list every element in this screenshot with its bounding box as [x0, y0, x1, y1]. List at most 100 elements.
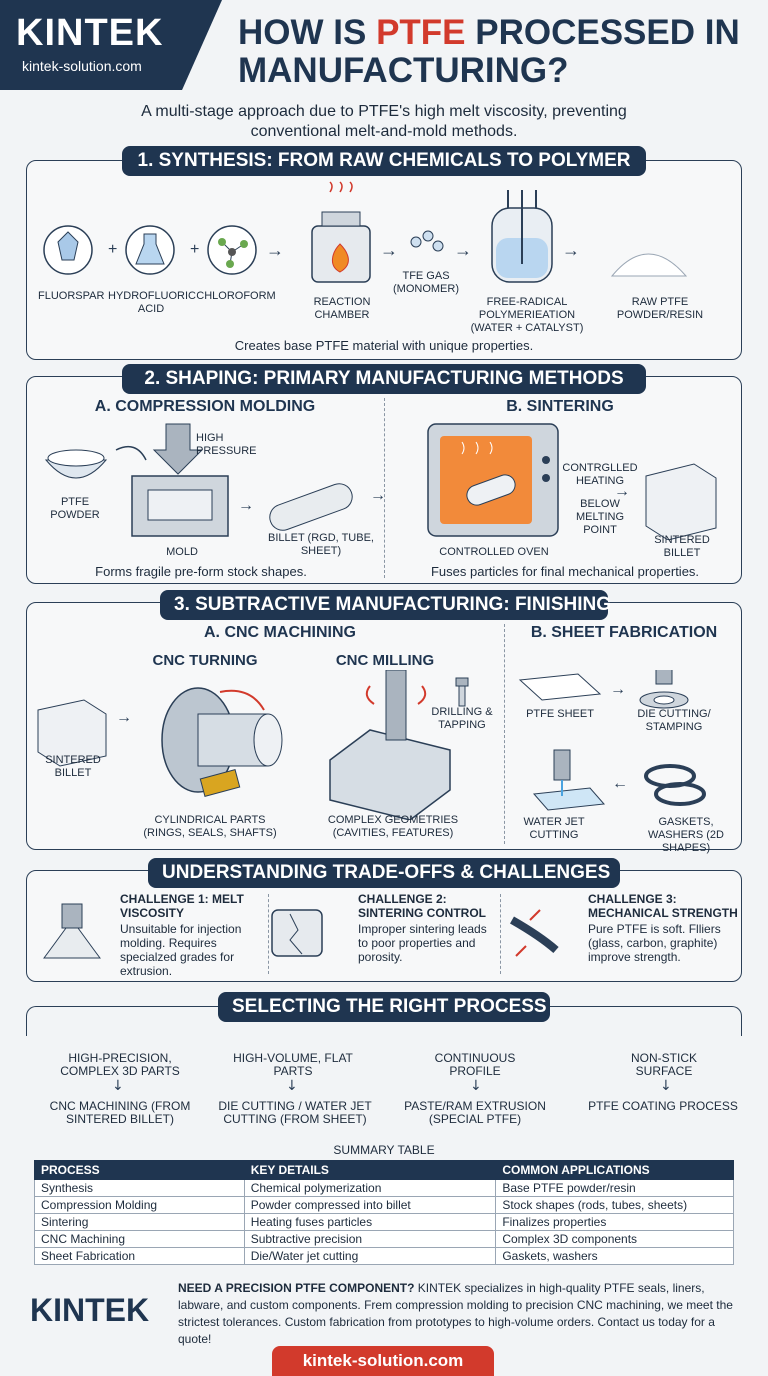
washers-icon	[644, 764, 706, 806]
label-sintered-billet: SINTERED BILLET	[654, 534, 710, 559]
option-2-need: HIGH-VOLUME, FLAT PARTS	[233, 1051, 353, 1078]
svg-text:→: →	[266, 240, 284, 260]
table-cell: Chemical polymerization	[243, 1179, 497, 1197]
table-header-applications: COMMON APPLICATIONS	[495, 1160, 734, 1180]
label-high-pressure: HIGH PRESSURE	[196, 432, 257, 457]
subtractive-divider	[504, 624, 505, 844]
powder-bowl-icon	[44, 449, 108, 479]
table-cell: Sheet Fabrication	[34, 1247, 245, 1265]
table-header-details: KEY DETAILS	[243, 1160, 497, 1180]
challenge-2-title: CHALLENGE 2: SINTERING CONTROL	[358, 892, 486, 920]
svg-text:→: →	[370, 487, 386, 504]
logo: KINTEK	[16, 12, 164, 54]
option-1-need: HIGH-PRECISION, COMPLEX 3D PARTS	[60, 1051, 180, 1078]
label-controlled-oven: CONTROLLED OVEN	[439, 546, 549, 558]
svg-text:→: →	[238, 497, 254, 514]
title-part2: PROCESSED IN MANUFACTURING?	[238, 13, 740, 90]
table-cell: Complex 3D components	[495, 1230, 734, 1248]
tradeoffs-divider-2	[500, 894, 501, 974]
challenge-3-title: CHALLENGE 3: MECHANICAL STRENGTH	[588, 892, 738, 920]
cracked-block-icon	[271, 909, 323, 957]
page-title: HOW IS PTFE PROCESSED IN MANUFACTURING?	[238, 14, 758, 90]
label-water-jet: WATER JET CUTTING	[523, 816, 585, 841]
oven-icon	[427, 423, 559, 537]
label-ptfe-powder: PTFE POWDER	[50, 496, 100, 521]
label-billet: BILLET (RGD, TUBE, SHEET)	[268, 532, 374, 557]
label-ptfe-sheet: PTFE SHEET	[526, 708, 594, 720]
svg-text:+: +	[108, 241, 117, 258]
table-cell: Synthesis	[34, 1179, 245, 1197]
table-header-process: PROCESS	[34, 1160, 245, 1180]
water-jet-icon	[532, 749, 606, 811]
footer-cta-bold: NEED A PRECISION PTFE COMPONENT?	[178, 1281, 415, 1295]
cnc-machining-title: A. CNC MACHINING	[204, 624, 356, 641]
tradeoffs-heading: UNDERSTANDING TRADE-OFFS & CHALLENGES	[148, 858, 620, 888]
challenge-3-text: Pure PTFE is soft. Flliers (glass, carbo…	[588, 922, 721, 964]
table-cell: Finalizes properties	[495, 1213, 734, 1231]
bent-strip-icon	[510, 909, 559, 957]
svg-text:←: ←	[612, 775, 628, 792]
molecule-icon	[207, 225, 257, 275]
footer-url[interactable]: kintek-solution.com	[272, 1346, 494, 1376]
label-reaction-chamber: REACTION CHAMBER	[313, 296, 371, 321]
option-3-process: PASTE/RAM EXTRUSION (SPECIAL PTFE)	[404, 1099, 546, 1126]
label-die-cutting: DIE CUTTING/ STAMPING	[637, 708, 711, 733]
footer-cta: NEED A PRECISION PTFE COMPONENT? KINTEK …	[178, 1280, 748, 1348]
table-cell: Heating fuses particles	[243, 1213, 497, 1231]
cnc-milling-title: CNC MILLING	[335, 652, 435, 669]
label-hydrofluoric-acid: HYDROFLUORIC ACID	[108, 290, 197, 315]
table-cell: Compression Molding	[34, 1196, 245, 1214]
lathe-part-icon	[161, 687, 283, 797]
reactor-vessel-icon	[491, 190, 553, 283]
label-polymerization: FREE-RADICAL POLYMERIEATION (WATER + CAT…	[470, 296, 584, 334]
sintering-note: Fuses particles for final mechanical pro…	[430, 564, 700, 579]
option-4-process: PTFE COATING PROCESS	[588, 1099, 738, 1113]
synthesis-illustration: + + → → → →	[43, 181, 688, 283]
table-header-row: PROCESS KEY DETAILS COMMON APPLICATIONS	[34, 1160, 734, 1180]
milling-part-icon	[329, 670, 451, 820]
svg-text:→: →	[614, 483, 630, 500]
selecting-heading: SELECTING THE RIGHT PROCESS	[218, 992, 550, 1022]
label-complex-geometries: COMPLEX GEOMETRIES (CAVITIES, FEATURES)	[327, 814, 459, 839]
option-3-need: CONTINUOUS PROFILE	[434, 1051, 516, 1078]
summary-table-caption: SUMMARY TABLE	[333, 1143, 435, 1157]
powder-pile-icon	[610, 253, 688, 277]
summary-table: PROCESS KEY DETAILS COMMON APPLICATIONS …	[34, 1160, 734, 1265]
cnc-turning-title: CNC TURNING	[152, 652, 258, 669]
die-cutter-icon	[639, 670, 689, 709]
press-arrow-icon	[152, 423, 204, 475]
option-4-need: NON-STICK SURFACE	[631, 1051, 697, 1078]
label-chloroform: CHLOROFORM	[196, 290, 276, 302]
footer-logo: KINTEK	[30, 1292, 150, 1328]
logo-url[interactable]: kintek-solution.com	[22, 58, 142, 74]
label-fluorspar: FLUORSPAR	[38, 290, 105, 302]
table-row: CNC Machining Subtractive precision Comp…	[34, 1230, 734, 1248]
table-cell: Die/Water jet cutting	[243, 1247, 497, 1265]
label-raw-ptfe: RAW PTFE POWDER/RESIN	[616, 296, 704, 321]
table-cell: Subtractive precision	[243, 1230, 497, 1248]
svg-text:→: →	[610, 681, 626, 698]
option-2-process: DIE CUTTING / WATER JET CUTTING (FROM SH…	[218, 1099, 372, 1126]
table-cell: Sintering	[34, 1213, 245, 1231]
option-1-arrow: ↓	[112, 1078, 124, 1094]
svg-text:→: →	[562, 240, 580, 260]
extruder-icon	[43, 903, 101, 959]
option-2-arrow: ↓	[286, 1078, 298, 1094]
table-row: Synthesis Chemical polymerization Base P…	[34, 1179, 734, 1197]
challenge-2-text: Improper sintering leads to poor propert…	[358, 922, 487, 964]
sheet-fabrication-title: B. SHEET FABRICATION	[530, 624, 718, 641]
subtractive-heading: 3. SUBTRACTIVE MANUFACTURING: FINISHING	[160, 590, 611, 620]
tradeoffs-section	[26, 870, 742, 982]
compression-molding-title: A. COMPRESSION MOLDING	[94, 398, 316, 415]
billet-icon	[269, 483, 353, 531]
table-cell: Gaskets, washers	[495, 1247, 734, 1265]
shaping-divider	[384, 398, 385, 578]
challenge-1-text: Unsuitable for injection molding. Requir…	[120, 922, 242, 978]
table-row: Compression Molding Powder compressed in…	[34, 1196, 734, 1214]
svg-text:→: →	[454, 240, 472, 260]
table-cell: CNC Machining	[34, 1230, 245, 1248]
footer-cta-text: KINTEK specializes in high-quality PTFE …	[178, 1281, 733, 1346]
table-cell: Stock shapes (rods, tubes, sheets)	[495, 1196, 734, 1214]
table-cell: Powder compressed into billet	[243, 1196, 497, 1214]
flask-icon	[125, 225, 175, 275]
